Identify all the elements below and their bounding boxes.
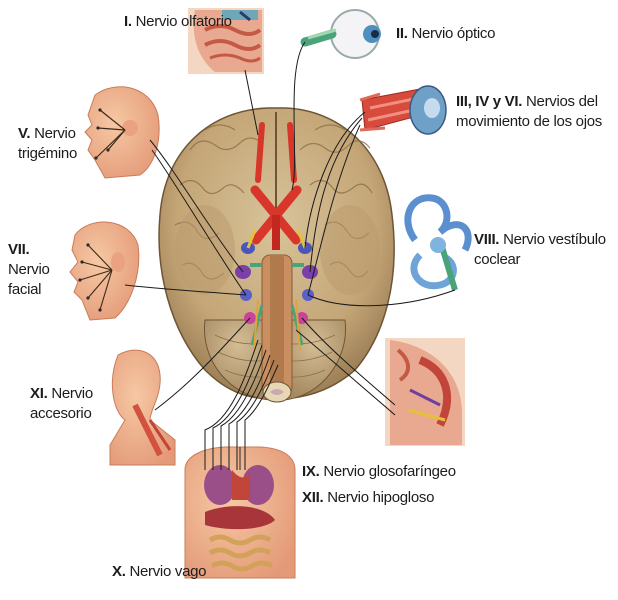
label-vestibulocochlear-line1: Nervio vestíbulo (503, 231, 606, 248)
label-vagus-numeral: X. (112, 563, 126, 580)
label-accessory-line1: Nervio (51, 385, 93, 402)
label-optic-numeral: II. (396, 25, 408, 42)
label-accessory: XI. Nervio accesorio (30, 384, 93, 424)
label-eye-movement-line2: movimiento de los ojos (456, 113, 602, 130)
torso-organs-illustration (184, 446, 296, 579)
label-eye-movement: III, IV y VI. Nervios del movimiento de … (456, 92, 616, 132)
label-glossopharyngeal-numeral: IX. (302, 463, 320, 480)
label-facial-numeral: VII. (8, 241, 30, 258)
label-glossopharyngeal-text: Nervio glosofaríngeo (323, 463, 456, 480)
label-trigeminal-line2: trigémino (18, 145, 77, 162)
label-hypoglossal-numeral: XII. (302, 489, 324, 506)
label-facial: VII. Nervio facial (8, 240, 50, 300)
label-optic-text: Nervio óptico (411, 25, 496, 42)
label-trigeminal: V. Nervio trigémino (18, 124, 77, 164)
label-optic: II. Nervio óptico (396, 24, 495, 44)
label-trigeminal-numeral: V. (18, 125, 31, 142)
label-eye-movement-line1: Nervios del (526, 93, 598, 110)
label-olfactory-text: Nervio olfatorio (135, 13, 232, 30)
accessory-neck-illustration (109, 349, 176, 466)
label-trigeminal-line1: Nervio (34, 125, 76, 142)
label-olfactory-numeral: I. (124, 13, 132, 30)
label-vagus-text: Nervio vago (129, 563, 207, 580)
label-eye-movement-numeral: III, IV y VI. (456, 93, 523, 110)
label-hypoglossal: XII. Nervio hipogloso (302, 488, 434, 508)
facial-head-illustration (69, 221, 140, 321)
throat-section-illustration (385, 338, 465, 446)
eye-muscles-illustration (359, 85, 447, 135)
label-olfactory: I. Nervio olfatorio (124, 12, 232, 32)
label-facial-line2: facial (8, 281, 42, 298)
olfactory-illustration (188, 8, 264, 74)
label-vagus: X. Nervio vago (112, 562, 207, 582)
eye-optic-illustration (300, 9, 381, 59)
label-vestibulocochlear-line2: coclear (474, 251, 521, 268)
label-vestibulocochlear: VIII. Nervio vestíbulo coclear (474, 230, 614, 270)
label-accessory-line2: accesorio (30, 405, 92, 422)
trigeminal-head-illustration (84, 86, 160, 179)
leader-lines (124, 41, 456, 470)
label-vestibulocochlear-numeral: VIII. (474, 231, 500, 248)
inner-ear-illustration (404, 194, 472, 291)
label-accessory-numeral: XI. (30, 385, 48, 402)
label-facial-line1: Nervio (8, 261, 50, 278)
label-hypoglossal-text: Nervio hipogloso (327, 489, 435, 506)
label-glossopharyngeal: IX. Nervio glosofaríngeo (302, 462, 456, 482)
brain-inferior-view (158, 107, 395, 403)
